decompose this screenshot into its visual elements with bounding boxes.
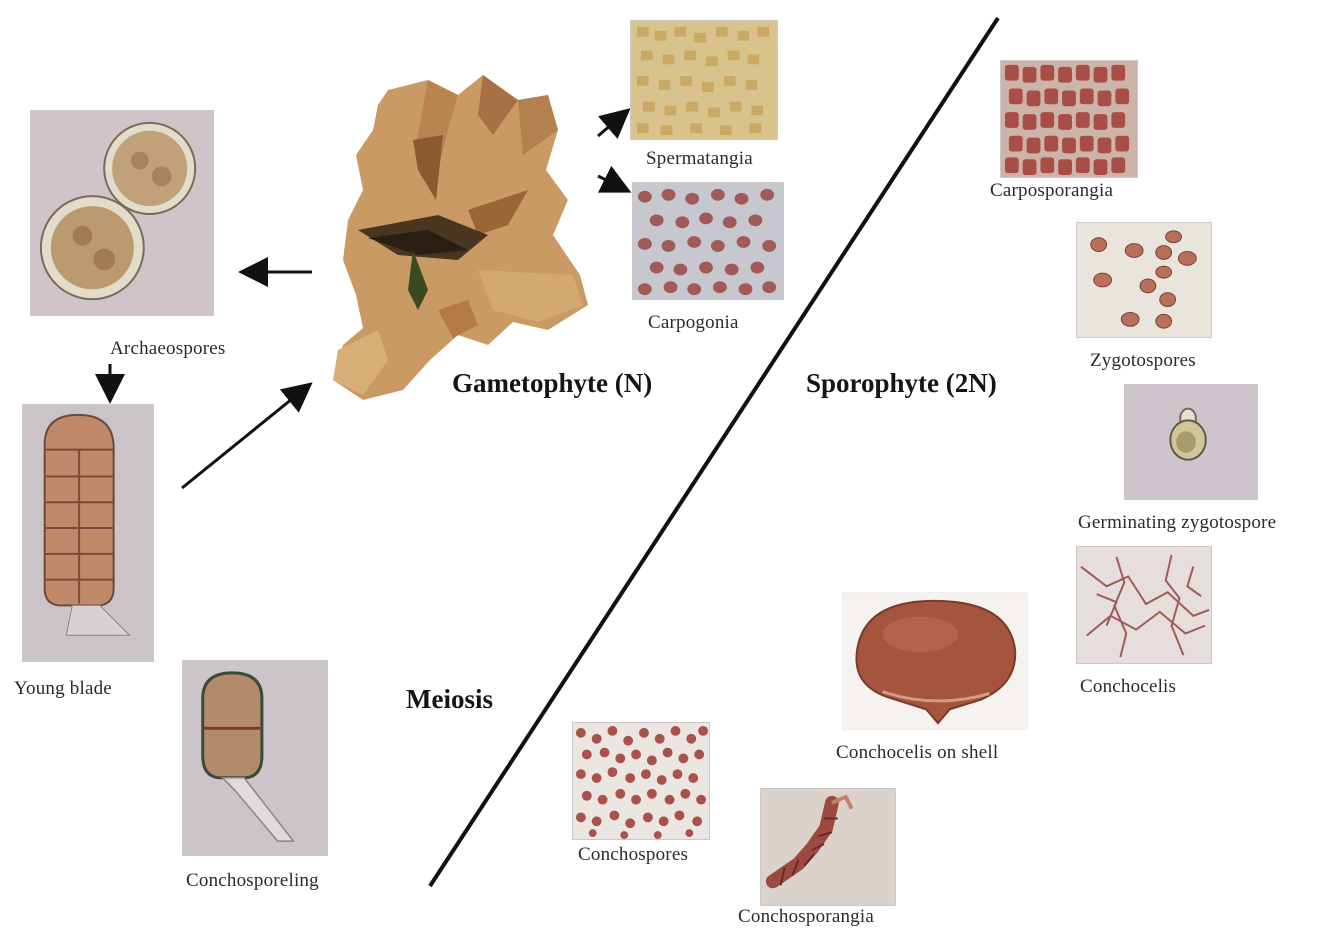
gametophyte-blade-image [318,60,598,405]
germinating-zygotospore-image [1124,384,1258,500]
gametophyte-heading: Gametophyte (N) [452,368,652,399]
archaeospores-label: Archaeospores [110,338,226,360]
carpogonia-label: Carpogonia [648,312,739,334]
archaeospores-image [30,110,214,316]
spermatangia-label: Spermatangia [646,148,753,170]
young-blade-label: Young blade [14,678,112,700]
conchospores-label: Conchospores [578,844,688,866]
conchosporeling-label: Conchosporeling [186,870,319,892]
conchocelis-label: Conchocelis [1080,676,1176,698]
arrow-to-spermatangia [598,112,626,136]
spermatangia-image [630,20,778,140]
young-blade-image [22,404,154,662]
zygotospores-image [1076,222,1212,338]
germinating-zygotospore-label: Germinating zygotospore [1078,512,1276,534]
conchosporeling-image [182,660,328,856]
conchosporangia-image [760,788,896,906]
conchocelis-on-shell-image [842,592,1028,730]
carposporangia-label: Carposporangia [990,180,1113,202]
arrow-to-carpogonia [598,176,626,190]
arrow-young-blade-to-gametophyte [182,386,308,488]
conchospores-image [572,722,710,840]
meiosis-heading: Meiosis [406,684,493,715]
zygotospores-label: Zygotospores [1090,350,1196,372]
sporophyte-heading: Sporophyte (2N) [806,368,997,399]
carpogonia-image [632,182,784,300]
conchocelis-image [1076,546,1212,664]
conchocelis-on-shell-label: Conchocelis on shell [836,742,998,764]
carposporangia-image [1000,60,1138,178]
conchosporangia-label: Conchosporangia [738,906,874,928]
